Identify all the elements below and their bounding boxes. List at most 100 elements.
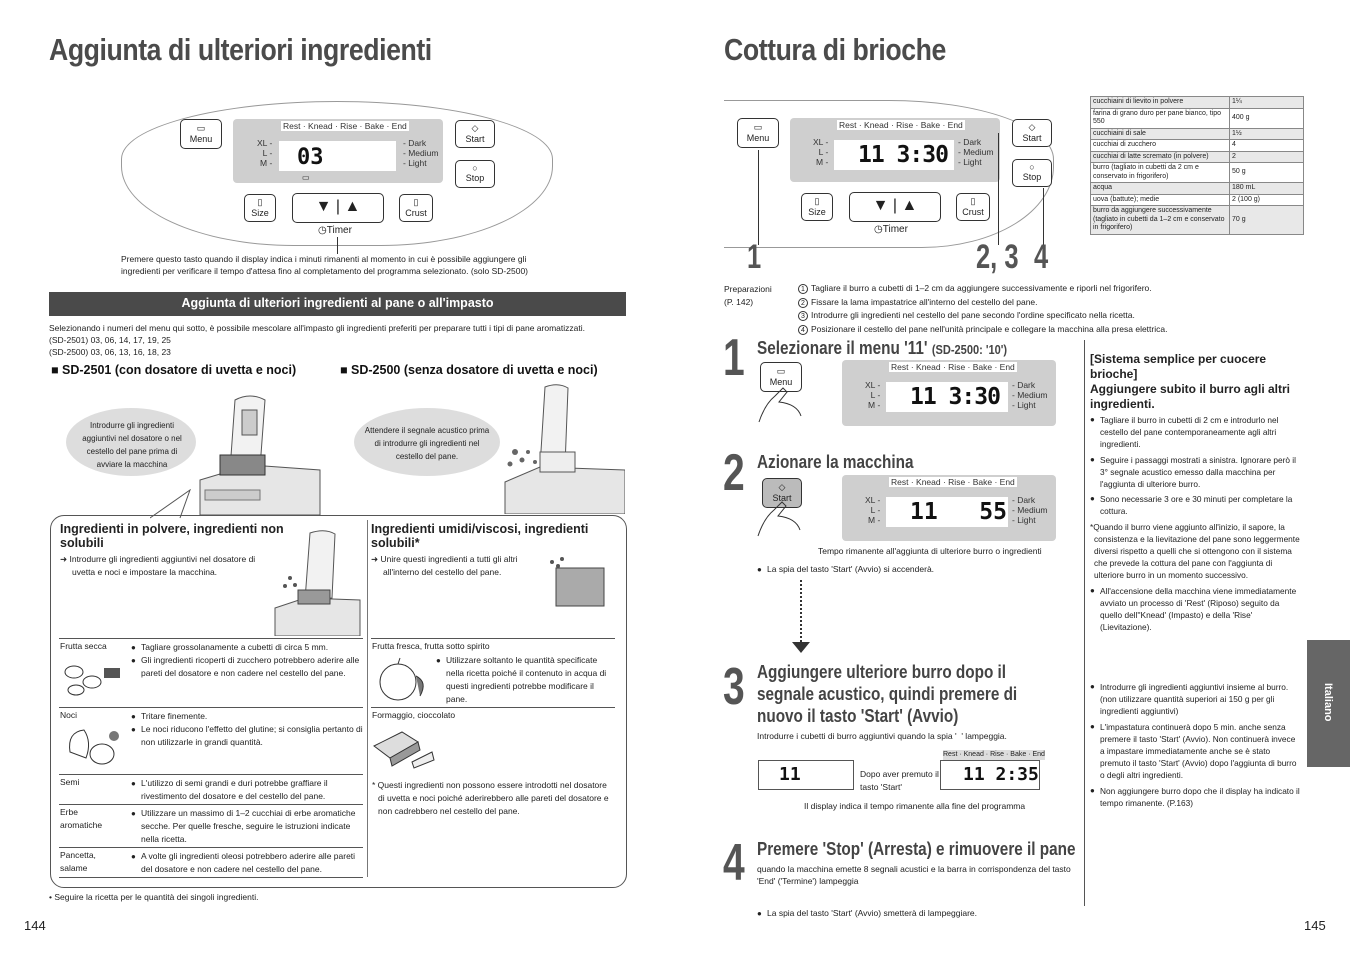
table-row: Tritare finemente.Le noci riducono l'eff…: [131, 710, 363, 749]
side-list: Tagliare il burro in cubetti di 2 cm e i…: [1090, 414, 1302, 633]
box-heading-left: Ingredienti in polvere, ingredienti non …: [60, 522, 284, 550]
side-list-2: Introdurre gli ingredienti aggiuntivi in…: [1090, 681, 1302, 809]
size-button[interactable]: ▯Size: [801, 193, 833, 221]
side-heading: [Sistema semplice per cuocere brioche]Ag…: [1090, 352, 1291, 411]
panel-note: Premere questo tasto quando il display i…: [121, 254, 528, 276]
clock-icon: ◷: [318, 225, 327, 236]
stage-indicator: Rest · Knead · Rise · Bake · End: [889, 362, 1017, 372]
step-number: 3: [723, 658, 745, 716]
select-buttons[interactable]: ▼ | ▲: [292, 193, 384, 223]
display-time: 11 3:30: [910, 384, 1001, 410]
cheese-chocolate-icon: [373, 731, 435, 769]
menu-button[interactable]: ▭Menu: [737, 118, 779, 148]
box-text-right: ➜ Unire questi ingredienti a tutti gli a…: [371, 554, 518, 577]
table-divider: [59, 638, 363, 639]
clock-icon: ◷: [874, 224, 883, 235]
step4-text: quando la macchina emette 8 segnali acus…: [757, 864, 1071, 886]
crust-labels: - Dark- Medium- Light: [1012, 495, 1048, 525]
row-label: Noci: [60, 710, 78, 720]
stop-icon: ○: [1029, 162, 1035, 172]
small-display: 11 2:35: [940, 760, 1040, 790]
step2-heading: Azionare la macchina: [757, 452, 914, 472]
start-icon: ◇: [778, 482, 786, 492]
crust-labels: - Dark- Medium- Light: [403, 138, 439, 168]
step-number: 1: [723, 329, 745, 387]
start-icon: ◇: [1028, 122, 1036, 132]
sd2500-heading: ■ SD-2500 (senza dosatore di uvetta e no…: [340, 363, 598, 377]
crust-labels: - Dark- Medium- Light: [1012, 380, 1048, 410]
start-icon: ◇: [471, 123, 479, 133]
page-title-left: Aggiunta di ulteriori ingredienti: [49, 32, 432, 67]
row-label: Frutta fresca, frutta sotto spirito: [372, 641, 490, 651]
start-button[interactable]: ◇Start: [1012, 119, 1052, 147]
step-number: 4: [723, 834, 745, 892]
footnote: * Questi ingredienti non possono essere …: [372, 780, 609, 816]
stop-icon: ○: [472, 163, 478, 173]
dried-fruit-icon: [64, 665, 120, 696]
crust-button[interactable]: ▯Crust: [399, 194, 433, 222]
language-tab[interactable]: [1307, 640, 1350, 767]
loaf-icon: ▯: [257, 197, 263, 207]
table-row: Utilizzare un massimo di 1–2 cucchiai di…: [131, 807, 363, 846]
size-labels: XL -L -M -: [865, 495, 881, 525]
crust-button[interactable]: ▯Crust: [956, 193, 990, 221]
menu-button[interactable]: ▭Menu: [180, 119, 222, 149]
table-row: Tagliare grossolanamente a cubetti di ci…: [131, 641, 363, 680]
step4-bullet: La spia del tasto 'Start' (Avvio) smette…: [757, 907, 1350, 920]
menu-number: 03: [297, 145, 324, 170]
bread-pan-illustration: [550, 557, 605, 607]
row-label: Pancetta, salame: [60, 850, 96, 873]
hand-icon: [757, 501, 801, 537]
timer-button[interactable]: ◷Timer: [318, 225, 352, 236]
callout-line: [998, 133, 999, 245]
table-row: L'utilizzo di semi grandi e duri potrebb…: [131, 777, 363, 803]
row-label: Formaggio, cioccolato: [372, 710, 456, 720]
step2-bullet: La spia del tasto 'Start' (Avvio) si acc…: [757, 563, 1350, 576]
display-time: 11 55: [910, 499, 1007, 525]
book-icon: ▭: [196, 123, 206, 133]
start-button[interactable]: ◇Start: [762, 478, 802, 508]
bottom-note: • Seguire la ricetta per le quantità dei…: [49, 892, 259, 902]
step3-mid: Dopo aver premuto il tasto 'Start': [860, 769, 939, 792]
intro-text: Selezionando i numeri del menu qui sotto…: [49, 323, 585, 357]
timer-button[interactable]: ◷Timer: [874, 224, 908, 235]
table-row: Utilizzare soltanto le quantità specific…: [436, 654, 614, 706]
arrow-down-icon: [792, 642, 810, 653]
stage-indicator: Rest · Knead · Rise · Bake · End: [943, 750, 1045, 760]
hand-icon: [758, 387, 802, 423]
stop-button[interactable]: ○Stop: [455, 160, 495, 188]
select-buttons[interactable]: ▼ | ▲: [849, 192, 941, 222]
ingredients-box: [50, 515, 627, 888]
language-tab-label: Italiano: [1322, 683, 1334, 722]
stop-button[interactable]: ○Stop: [1012, 159, 1052, 187]
crust-labels: - Dark- Medium- Light: [958, 137, 994, 167]
page-number-left: 144: [24, 918, 46, 933]
table-divider: [59, 877, 363, 878]
menu-button[interactable]: ▭Menu: [760, 362, 802, 392]
size-button[interactable]: ▯Size: [244, 194, 276, 222]
start-button[interactable]: ◇Start: [455, 120, 495, 148]
dotted-arrow: [800, 580, 802, 642]
box-heading-right: Ingredienti umidi/viscosi, ingredienti s…: [371, 522, 589, 550]
row-label: Erbe aromatiche: [60, 807, 103, 830]
speech-bubble: [66, 408, 196, 476]
section-bar: Aggiunta di ulteriori ingredienti al pan…: [49, 292, 626, 316]
crust-icon: ▯: [970, 196, 976, 206]
lcd-screen: [279, 141, 396, 171]
table-divider: [371, 707, 615, 708]
lcd-screen: [886, 497, 1008, 527]
table-row: A volte gli ingredienti oleosi potrebber…: [131, 850, 363, 876]
bubble-text-1: Introdurre gli ingredienti aggiuntivi ne…: [82, 421, 182, 469]
dispenser-illustration: [274, 530, 361, 636]
loaf-icon: ▯: [814, 196, 820, 206]
row-label: Semi: [60, 777, 80, 787]
table-divider: [59, 847, 363, 848]
callout-line: [1043, 188, 1044, 245]
prep-label: Preparazioni(P. 142): [724, 284, 772, 307]
bubble-pointer: [150, 489, 191, 519]
nuts-icon: [69, 729, 119, 765]
box-text-left: ➜ Introdurre gli ingredienti aggiuntivi …: [60, 554, 256, 577]
speech-bubble: [354, 408, 500, 476]
